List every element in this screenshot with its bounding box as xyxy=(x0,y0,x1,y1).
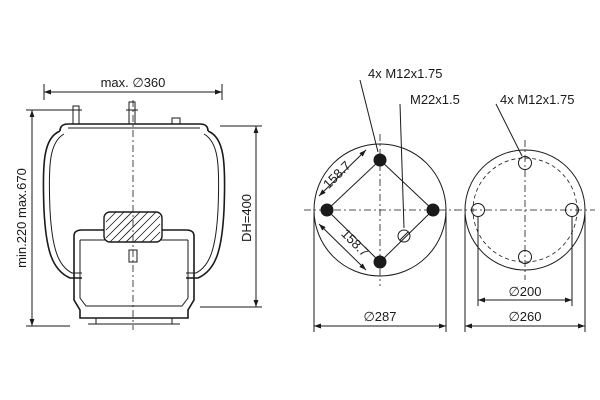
bellows-left xyxy=(42,130,82,279)
top-stud-center xyxy=(128,101,136,125)
hole-left xyxy=(471,203,485,217)
air-fitting-mark xyxy=(399,231,409,241)
bolt-circle-label: ∅200 xyxy=(508,284,541,299)
spacing-dim-lower xyxy=(318,223,367,271)
holes-label: 4x M12x1.75 xyxy=(500,92,574,107)
hole-top xyxy=(518,156,532,170)
spacing-dim-upper xyxy=(318,149,367,197)
bellows-right xyxy=(186,130,226,279)
bottom-diameter-label: ∅260 xyxy=(508,309,541,324)
air-fitting-circle xyxy=(397,229,411,243)
top-view: 158.7 158.7 4x M12x1.75 M22x1.5 ∅287 xyxy=(304,66,460,332)
fitting-leader xyxy=(399,103,405,229)
holes-leader xyxy=(495,103,523,157)
top-stud-left xyxy=(72,105,80,125)
bellows-left-inner xyxy=(48,133,82,274)
height-label: min.220 max.670 xyxy=(14,168,29,268)
studs-label: 4x M12x1.75 xyxy=(368,66,442,81)
stud-top xyxy=(373,153,387,167)
hole-bottom xyxy=(518,250,532,264)
stud-left xyxy=(320,203,334,217)
hole-right xyxy=(565,203,579,217)
side-view: max. ∅360 min.220 max.670 DH=400 xyxy=(14,75,262,330)
bumper-hatching xyxy=(105,211,161,243)
studs-leader xyxy=(359,79,379,153)
top-air-fitting xyxy=(171,117,181,125)
diameter-label: max. ∅360 xyxy=(101,75,166,90)
piston-inner xyxy=(79,240,189,307)
bellows-right-inner xyxy=(186,133,220,274)
spacing-label-lower: 158.7 xyxy=(338,226,372,260)
stud-bottom xyxy=(373,255,387,269)
fitting-label: M22x1.5 xyxy=(410,92,460,107)
dh-label: DH=400 xyxy=(239,194,254,242)
top-diameter-label: ∅287 xyxy=(363,309,396,324)
stud-right xyxy=(426,203,440,217)
piston-body xyxy=(73,242,195,319)
spacing-label-upper: 158.7 xyxy=(320,158,354,192)
bottom-view: 4x M12x1.75 ∅200 ∅260 xyxy=(455,92,595,332)
